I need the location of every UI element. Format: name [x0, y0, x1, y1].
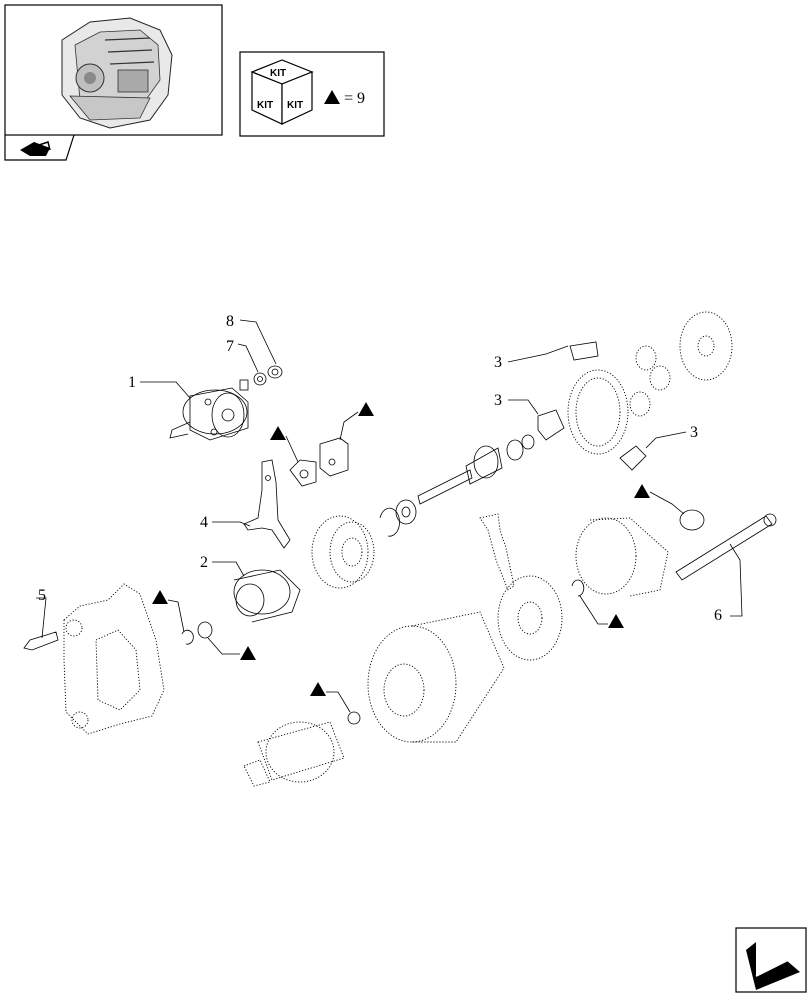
pivot-clip[interactable] [289, 459, 317, 487]
kit-legend: KIT KIT KIT = 9 [239, 51, 385, 137]
kit-marker-3 [634, 484, 650, 498]
planet-gear-2[interactable] [649, 365, 671, 391]
armature-washer[interactable] [347, 711, 361, 725]
drive-end-housing[interactable] [63, 583, 165, 735]
through-bolt[interactable] [675, 513, 777, 581]
engine-thumbnail-panel[interactable] [4, 4, 223, 161]
drive-shaft[interactable] [417, 445, 503, 505]
navigation-arrow-icon[interactable] [735, 927, 807, 993]
callout-7: 7 [226, 338, 234, 355]
kit-face-left: KIT [257, 100, 273, 111]
thrust-washer[interactable] [395, 499, 417, 525]
kit-marker-1 [270, 426, 286, 440]
internal-gear-plate[interactable] [679, 311, 733, 381]
callout-1: 1 [128, 374, 136, 391]
fork-lever[interactable] [243, 459, 291, 549]
rear-cover[interactable] [575, 517, 669, 597]
kit-triangle-icon [324, 90, 340, 104]
kit-marker-6 [310, 682, 326, 696]
brush-3-top[interactable] [569, 341, 599, 361]
kit-cube-icon: KIT KIT KIT [250, 59, 314, 125]
snap-ring-pinion[interactable] [197, 621, 213, 639]
callout-3-right: 3 [690, 424, 698, 441]
kit-marker-4 [152, 590, 168, 604]
planet-gear-3[interactable] [629, 391, 651, 417]
plate-bracket[interactable] [319, 437, 349, 477]
brush-terminal[interactable] [479, 513, 515, 591]
washer-7[interactable] [253, 372, 267, 386]
nut-8[interactable] [267, 365, 283, 379]
rear-bushing[interactable] [679, 509, 705, 531]
kit-marker-5 [240, 646, 256, 660]
kit-face-top: KIT [270, 68, 286, 79]
e-clip[interactable] [379, 507, 400, 537]
kit-marker-7 [608, 614, 624, 628]
callout-2: 2 [200, 554, 208, 571]
bearing-ring[interactable] [506, 434, 535, 461]
kit-marker-2 [358, 402, 374, 416]
housing-bolt[interactable] [23, 631, 59, 651]
planet-gear-1[interactable] [635, 345, 657, 371]
callout-4: 4 [200, 514, 208, 531]
callout-3-top: 3 [494, 354, 502, 371]
brush-3-middle[interactable] [537, 409, 565, 441]
ring-gear[interactable] [567, 369, 629, 455]
drive-pinion[interactable] [233, 569, 301, 623]
section-tab-icon[interactable] [20, 141, 51, 156]
callout-5: 5 [38, 587, 46, 604]
callout-6: 6 [714, 607, 722, 624]
kit-equation: = 9 [344, 90, 365, 107]
brush-holder[interactable] [497, 575, 563, 661]
brush-3-right[interactable] [619, 445, 647, 471]
solenoid[interactable] [169, 379, 249, 441]
kit-face-right: KIT [287, 100, 303, 111]
callout-8: 8 [226, 313, 234, 330]
rear-snap-ring[interactable] [571, 579, 585, 597]
gear-housing[interactable] [311, 515, 375, 589]
stop-ring[interactable] [181, 629, 194, 645]
engine-thumbnail [61, 17, 173, 129]
armature[interactable] [243, 721, 345, 787]
callout-3-middle: 3 [494, 392, 502, 409]
yoke-frame[interactable] [367, 611, 505, 743]
